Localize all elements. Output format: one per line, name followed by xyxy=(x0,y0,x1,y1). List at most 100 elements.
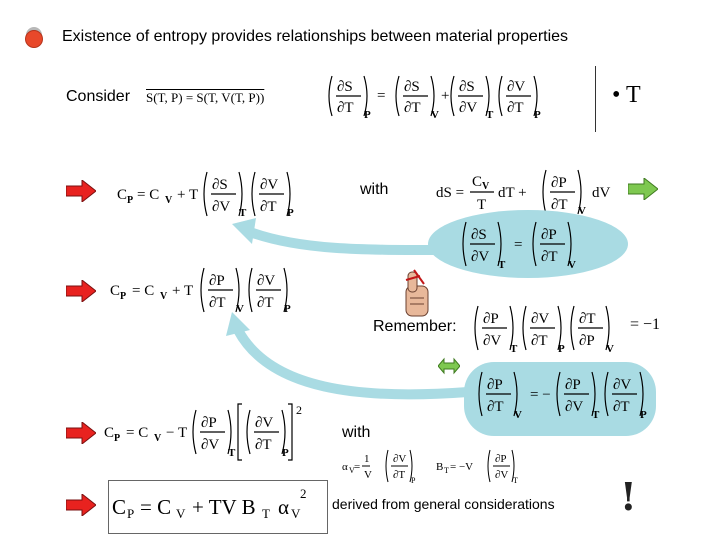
minus-one: = −1 xyxy=(630,316,661,333)
with-label-2: with xyxy=(342,424,371,441)
svg-text:− T: − T xyxy=(166,425,187,441)
svg-text:=: = xyxy=(354,461,360,473)
svg-text:∂T: ∂T xyxy=(209,295,226,311)
exclamation-mark: ! xyxy=(620,474,637,519)
red-arrow-icon xyxy=(66,180,96,202)
svg-text:T: T xyxy=(444,466,449,475)
svg-text:V: V xyxy=(431,109,439,121)
svg-text:∂P: ∂P xyxy=(579,333,595,349)
remember-label: Remember: xyxy=(373,318,457,335)
svg-text:∂T: ∂T xyxy=(613,399,630,415)
svg-text:T: T xyxy=(477,197,486,213)
svg-text:∂S: ∂S xyxy=(404,79,420,95)
green-arrow-icon xyxy=(628,178,658,200)
svg-text:T: T xyxy=(239,207,247,219)
svg-text:P: P xyxy=(120,291,126,302)
svg-text:∂P: ∂P xyxy=(551,175,567,191)
svg-text:P: P xyxy=(114,433,120,444)
svg-text:V: V xyxy=(349,466,355,475)
svg-text:∂P: ∂P xyxy=(483,311,499,327)
svg-text:V: V xyxy=(160,291,168,302)
svg-text:∂T: ∂T xyxy=(393,469,405,481)
svg-text:T: T xyxy=(510,343,518,355)
svg-text:∂T: ∂T xyxy=(337,100,354,116)
svg-text:= C: = C xyxy=(132,283,154,299)
svg-text:C: C xyxy=(104,425,114,441)
svg-text:dS =: dS = xyxy=(436,185,464,201)
svg-text:∂P: ∂P xyxy=(487,377,503,393)
svg-text:∂V: ∂V xyxy=(255,415,273,431)
svg-text:= C: = C xyxy=(126,425,148,441)
svg-text:∂V: ∂V xyxy=(471,249,489,265)
svg-text:α: α xyxy=(342,461,348,473)
svg-text:∂V: ∂V xyxy=(507,79,525,95)
svg-text:V: V xyxy=(578,205,586,217)
svg-text:∂P: ∂P xyxy=(565,377,581,393)
svg-text:V: V xyxy=(568,259,576,271)
svg-text:∂V: ∂V xyxy=(531,311,549,327)
svg-text:∂S: ∂S xyxy=(459,79,475,95)
svg-text:P: P xyxy=(640,409,647,421)
derived-label: derived from general considerations xyxy=(332,496,555,512)
svg-text:∂T: ∂T xyxy=(257,295,274,311)
svg-text:P: P xyxy=(534,109,541,121)
double-arrow-icon xyxy=(438,357,460,375)
svg-text:∂V: ∂V xyxy=(459,100,477,116)
svg-text:∂P: ∂P xyxy=(209,273,225,289)
svg-text:∂P: ∂P xyxy=(201,415,217,431)
svg-text:P: P xyxy=(364,109,371,121)
final-result-box xyxy=(108,480,328,534)
svg-text:∂S: ∂S xyxy=(337,79,353,95)
red-arrow-icon xyxy=(66,422,96,444)
maxwell-bubble xyxy=(428,210,628,278)
svg-text:P: P xyxy=(558,343,565,355)
svg-text:+ T: + T xyxy=(172,283,193,299)
svg-text:P: P xyxy=(287,207,294,219)
svg-text:B: B xyxy=(436,461,443,473)
with-label-1: with xyxy=(360,181,389,198)
svg-text:∂V: ∂V xyxy=(257,273,275,289)
svg-text:V: V xyxy=(154,433,162,444)
svg-text:V: V xyxy=(514,409,522,421)
finger-string-icon xyxy=(405,269,429,317)
consider-label: Consider xyxy=(66,88,131,105)
svg-text:∂T: ∂T xyxy=(531,333,548,349)
divider-line xyxy=(595,66,596,132)
svg-text:∂V: ∂V xyxy=(212,199,230,215)
svg-text:V: V xyxy=(606,343,614,355)
svg-text:∂P: ∂P xyxy=(541,227,557,243)
svg-text:∂T: ∂T xyxy=(541,249,558,265)
svg-text:∂T: ∂T xyxy=(551,197,568,213)
svg-text:=: = xyxy=(514,237,522,253)
svg-text:T: T xyxy=(513,476,518,485)
svg-text:V: V xyxy=(165,195,173,206)
bullet-icon xyxy=(25,30,43,48)
svg-text:V: V xyxy=(364,469,372,481)
svg-text:2: 2 xyxy=(296,403,302,417)
svg-text:dT +: dT + xyxy=(498,185,527,201)
svg-text:C: C xyxy=(110,283,120,299)
svg-text:∂V: ∂V xyxy=(201,437,219,453)
svg-text:T: T xyxy=(486,109,494,121)
svg-text:= −: = − xyxy=(530,387,551,403)
svg-text:T: T xyxy=(228,447,236,459)
svg-text:T: T xyxy=(592,409,600,421)
svg-text:P: P xyxy=(127,195,133,206)
svg-text:α: α xyxy=(278,495,289,519)
svg-text:V: V xyxy=(236,303,244,315)
maxwell-relation-eq: ∂S ∂V T = ∂P ∂T V xyxy=(462,221,576,271)
svg-text:∂S: ∂S xyxy=(471,227,487,243)
svg-text:=: = xyxy=(377,88,385,104)
svg-text:T: T xyxy=(498,259,506,271)
svg-text:dV: dV xyxy=(592,185,611,201)
svg-text:T: T xyxy=(262,506,270,521)
svg-text:∂T: ∂T xyxy=(404,100,421,116)
